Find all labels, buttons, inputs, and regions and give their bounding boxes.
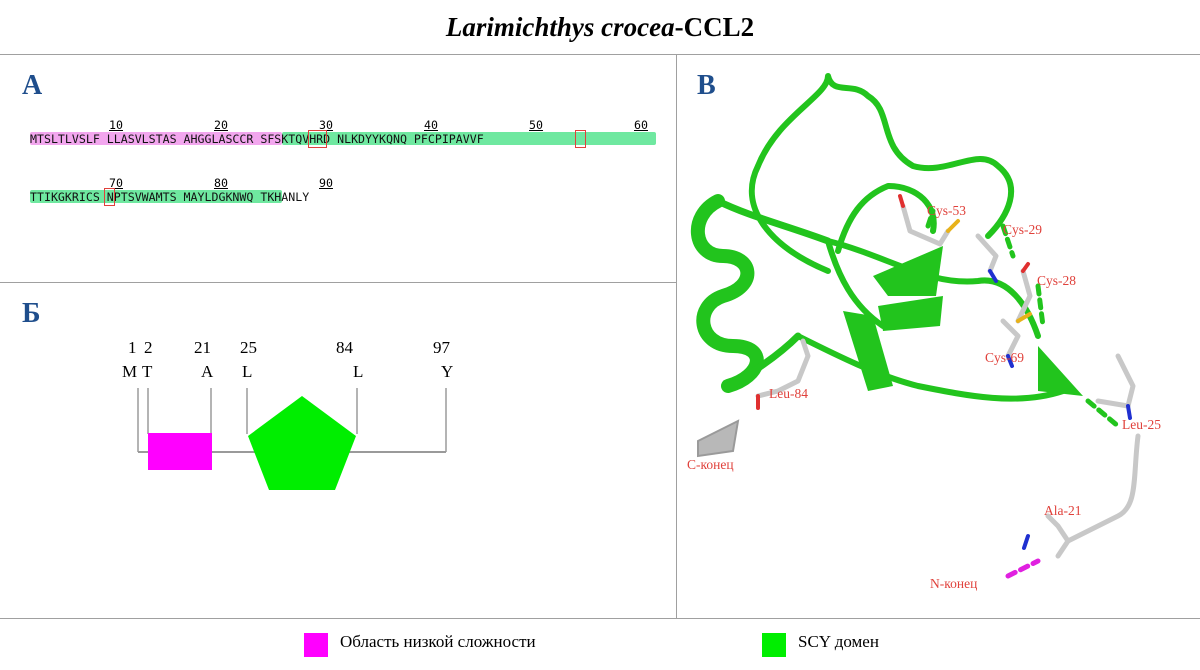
protein-structure bbox=[690, 73, 1141, 579]
tick-label: 30 bbox=[319, 118, 333, 132]
scy-domain-pentagon bbox=[248, 396, 356, 490]
beta-strand-arrow bbox=[878, 296, 943, 331]
position-label: 97 bbox=[433, 338, 450, 357]
sequence-panel: 10 20 30 40 50 60 MTSLTLVSLF LLASVLSTAS … bbox=[30, 118, 670, 238]
backbone-tail bbox=[1065, 433, 1141, 544]
residue-label: T bbox=[142, 362, 153, 381]
nitrogen-atom bbox=[1126, 404, 1132, 420]
tick-label: 50 bbox=[529, 118, 543, 132]
legend-low-complexity-swatch bbox=[304, 633, 328, 657]
ribbon-loop-lower bbox=[795, 333, 1066, 402]
beta-strand-arrow bbox=[1038, 346, 1083, 396]
label-cys29: Cys-29 bbox=[1003, 222, 1043, 237]
scy-highlight-row2 bbox=[30, 190, 282, 203]
label-leu25: Leu-25 bbox=[1122, 417, 1161, 432]
title-species: Larimichthys crocea bbox=[445, 12, 675, 42]
sequence-text-row2: TTIKGKRICS NPTSVWAMTS MAYLDGKNWQ TKHANLY bbox=[30, 190, 310, 204]
tick-label: 70 bbox=[109, 176, 123, 190]
side-chain-leu25 bbox=[1095, 353, 1136, 409]
cysteine-box bbox=[308, 130, 327, 148]
label-cys53: Cys-53 bbox=[927, 203, 967, 218]
residue-label: L bbox=[353, 362, 364, 381]
oxygen-atom bbox=[898, 194, 905, 208]
side-chain-ala21 bbox=[1045, 513, 1071, 559]
panel-c-letter: B bbox=[697, 70, 716, 101]
helix-segment bbox=[690, 194, 764, 393]
helix-connector bbox=[714, 197, 832, 245]
disulfide-bond bbox=[1035, 283, 1046, 329]
disulfide-bond bbox=[1000, 223, 1016, 259]
cysteine-box bbox=[104, 188, 115, 206]
side-chain-leu84 bbox=[755, 338, 811, 399]
vertical-divider bbox=[676, 54, 677, 618]
disulfide-bond bbox=[1085, 398, 1121, 429]
domain-map: 1 2 21 25 84 97 M T A L L Y bbox=[100, 330, 520, 500]
residue-label: L bbox=[242, 362, 253, 381]
legend-scy-swatch bbox=[762, 633, 786, 657]
beta-strand-arrow bbox=[843, 311, 893, 391]
tick-label: 40 bbox=[424, 118, 438, 132]
label-c-terminus: С-конец bbox=[687, 457, 734, 472]
residue-label: A bbox=[201, 362, 214, 381]
n-terminus-tail bbox=[1005, 558, 1041, 579]
position-label: 25 bbox=[240, 338, 257, 357]
label-n-terminus: N-конец bbox=[930, 576, 978, 591]
c-terminus-ribbon bbox=[697, 419, 740, 458]
figure-title: Larimichthys crocea-CCL2 bbox=[0, 12, 1200, 43]
nitrogen-atom bbox=[988, 269, 998, 283]
ribbon-loop-top bbox=[748, 73, 1015, 274]
oxygen-atom bbox=[1021, 262, 1030, 273]
position-label: 2 bbox=[144, 338, 153, 357]
ribbon-loop-cross bbox=[825, 238, 886, 329]
low-complexity-region bbox=[148, 433, 212, 470]
sequence-text-row1: MTSLTLVSLF LLASVLSTAS AHGGLASCCR SFSKTQV… bbox=[30, 132, 484, 146]
cysteine-box bbox=[575, 130, 586, 148]
sulfur-atom bbox=[1016, 312, 1032, 323]
residue-label: M bbox=[122, 362, 138, 381]
position-label: 21 bbox=[194, 338, 211, 357]
tick-label: 90 bbox=[319, 176, 333, 190]
middle-divider bbox=[0, 282, 676, 283]
panel-a-letter: A bbox=[22, 70, 43, 101]
title-suffix: -CCL2 bbox=[674, 12, 755, 42]
side-chain-cys69 bbox=[1000, 318, 1021, 359]
beta-strand-arrow bbox=[873, 246, 943, 296]
nitrogen-atom bbox=[1006, 354, 1014, 368]
domain-diagram bbox=[137, 388, 447, 490]
tick-label: 60 bbox=[634, 118, 648, 132]
legend-scy-label: SCY домен bbox=[798, 632, 879, 651]
residue-label: Y bbox=[441, 362, 454, 381]
ribbon-loop-upper bbox=[835, 183, 937, 254]
position-label: 1 bbox=[128, 338, 137, 357]
side-chain-cys28 bbox=[1015, 268, 1033, 324]
scy-highlight-row1 bbox=[282, 132, 656, 145]
tick-label: 80 bbox=[214, 176, 228, 190]
sequence-row-2: 70 80 90 TTIKGKRICS NPTSVWAMTS MAYLDGKNW… bbox=[30, 176, 333, 206]
side-chain-cys53 bbox=[900, 203, 951, 247]
disulfide-bond bbox=[925, 208, 936, 229]
tick-label: 20 bbox=[214, 118, 228, 132]
bottom-divider bbox=[0, 618, 1200, 619]
position-label: 84 bbox=[336, 338, 353, 357]
label-cys28: Cys-28 bbox=[1037, 273, 1077, 288]
nitrogen-atom bbox=[1022, 534, 1030, 550]
sulfur-atom bbox=[946, 219, 960, 233]
helix-tail bbox=[724, 332, 802, 390]
label-leu84: Leu-84 bbox=[769, 386, 808, 401]
side-chain-cys29 bbox=[975, 233, 999, 274]
top-divider bbox=[0, 54, 1200, 55]
legend-low-complexity-label: Область низкой сложности bbox=[340, 632, 536, 651]
label-ala21: Ala-21 bbox=[1044, 503, 1082, 518]
tick-label: 10 bbox=[109, 118, 123, 132]
sequence-row-1: 10 20 30 40 50 60 MTSLTLVSLF LLASVLSTAS … bbox=[30, 118, 656, 148]
label-cys69: Cys-69 bbox=[985, 350, 1025, 365]
low-complexity-highlight bbox=[30, 132, 282, 145]
panel-b-letter: Б bbox=[22, 298, 41, 329]
